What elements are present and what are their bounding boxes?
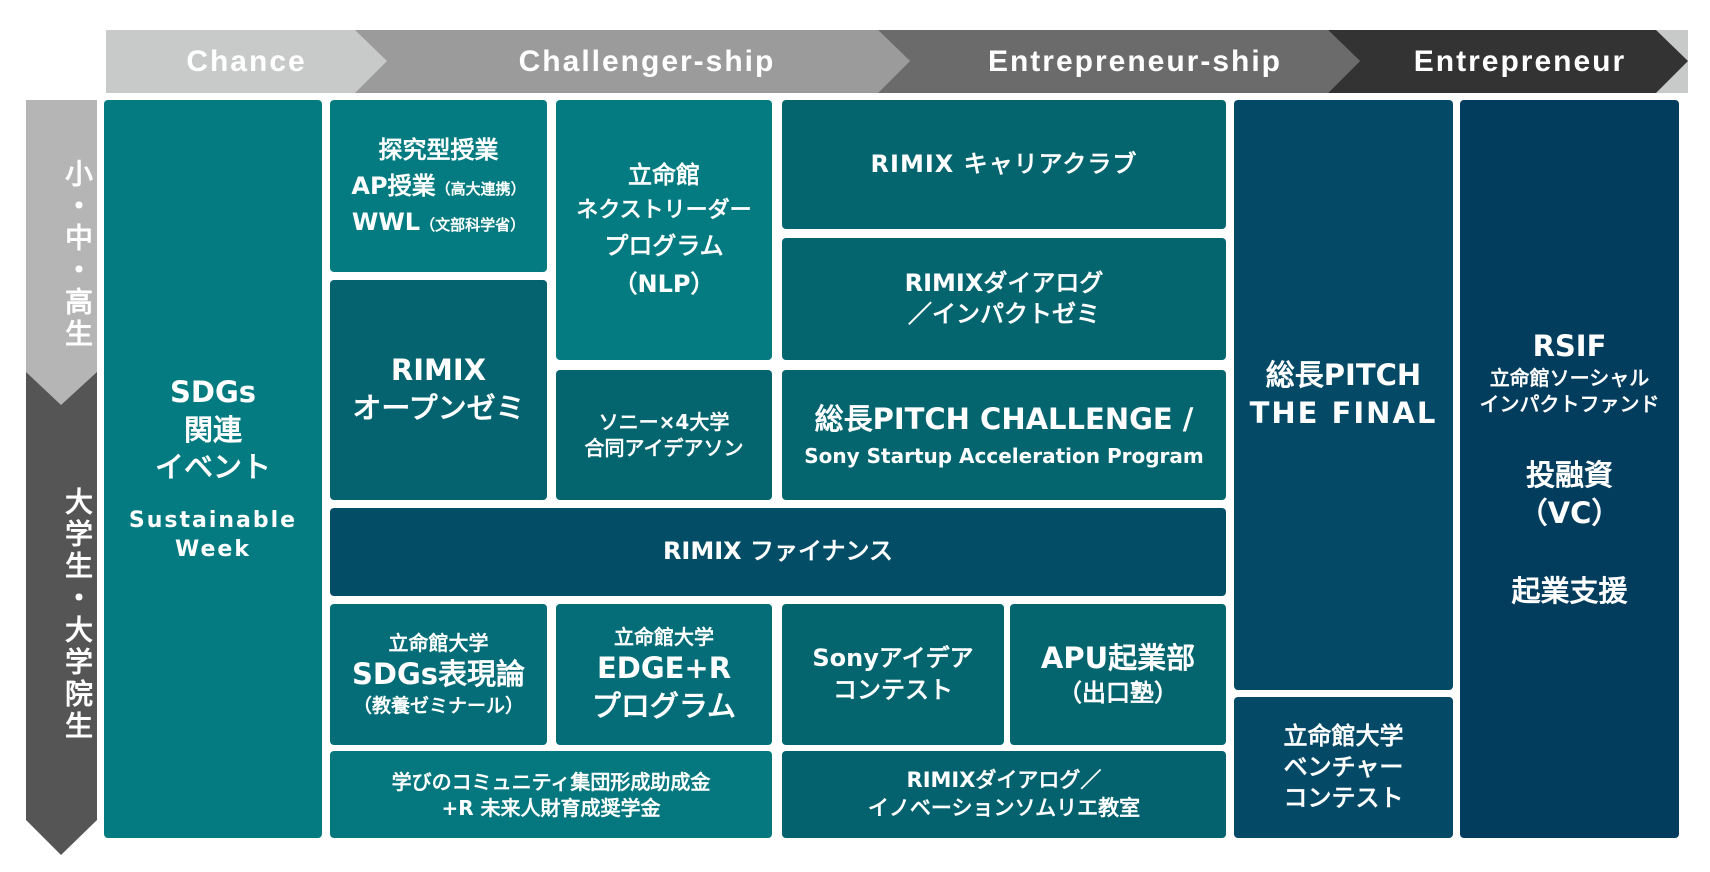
- text: 学びのコミュニティ集団形成助成金: [391, 769, 711, 794]
- text: （文部科学省）: [420, 216, 526, 234]
- box-manabi-grant: 学びのコミュニティ集団形成助成金 +R 未来人財育成奨学金: [330, 751, 772, 838]
- text: 探究型授業: [378, 136, 499, 164]
- box-rimix-career-club: RIMIX キャリアクラブ: [782, 100, 1226, 229]
- text: APU起業部: [1040, 641, 1196, 676]
- text: Sonyアイデア: [812, 644, 974, 673]
- text: AP授業: [351, 172, 436, 200]
- box-pitch-challenge: 総長PITCH CHALLENGE / Sony Startup Acceler…: [782, 370, 1226, 500]
- text: プログラム: [604, 232, 724, 261]
- text: インパクトファンド: [1479, 392, 1660, 417]
- box-edge-r: 立命館大学 EDGE+R プログラム: [556, 604, 772, 745]
- text: （高大連携）: [435, 180, 526, 198]
- side-arrow-light: [26, 100, 97, 405]
- text: 投融資: [1525, 458, 1613, 493]
- text: RIMIXダイアログ／: [906, 768, 1102, 793]
- text: イノベーションソムリエ教室: [867, 795, 1141, 820]
- text: 関連: [183, 412, 242, 447]
- box-sdgs-hyogenron: 立命館大学 SDGs表現論 （教養ゼミナール）: [330, 604, 547, 745]
- text: RIMIX キャリアクラブ: [870, 149, 1138, 178]
- text: Week: [175, 536, 251, 562]
- text: ネクストリーダー: [576, 198, 752, 224]
- text: RIMIX: [390, 353, 487, 388]
- phase-entrepreneur-ship: Entrepreneur-ship: [987, 44, 1283, 78]
- text: プログラム: [591, 688, 737, 723]
- box-nlp: 立命館 ネクストリーダー プログラム （NLP）: [556, 100, 772, 360]
- box-rimix-finance: RIMIX ファイナンス: [330, 508, 1226, 596]
- text: 立命館大学: [614, 624, 714, 649]
- box-rimix-dialog-innovation: RIMIXダイアログ／ イノベーションソムリエ教室: [782, 751, 1226, 838]
- box-sony-idea-contest: Sonyアイデア コンテスト: [782, 604, 1004, 745]
- text: WWL: [351, 208, 421, 236]
- text: 立命館大学: [388, 631, 489, 656]
- phase-challenger-ship: Challenger-ship: [518, 44, 776, 78]
- text: SDGs表現論: [351, 657, 526, 692]
- box-venture-contest: 立命館大学 ベンチャー コンテスト: [1234, 697, 1453, 838]
- text: （教養ゼミナール）: [352, 695, 524, 717]
- text: （出口塾）: [1058, 678, 1178, 707]
- phase-entrepreneurship-shape: [878, 30, 1360, 93]
- text: 立命館: [628, 161, 700, 190]
- side-label-school: 小・中・高生: [61, 159, 94, 351]
- phase-chance: Chance: [186, 44, 307, 78]
- text: （NLP）: [613, 269, 715, 298]
- box-sony-ideathon: ソニー×4大学 合同アイデアソン: [556, 370, 772, 500]
- text: Sony Startup Acceleration Program: [804, 443, 1204, 468]
- text: THE FINAL: [1249, 396, 1438, 430]
- text: イベント: [154, 450, 271, 485]
- text: （VC）: [1518, 496, 1621, 530]
- text: 立命館ソーシャル: [1489, 366, 1650, 391]
- text: 立命館大学: [1283, 721, 1404, 750]
- phase-entrepreneur-shape: [1328, 30, 1688, 93]
- text: ソニー×4大学: [598, 410, 730, 434]
- text: 総長PITCH: [1265, 358, 1422, 393]
- text: ／インパクトゼミ: [908, 300, 1100, 328]
- box-rsif: RSIF 立命館ソーシャル インパクトファンド 投融資 （VC） 起業支援: [1460, 100, 1679, 838]
- phase-entrepreneur: Entrepreneur: [1413, 44, 1627, 78]
- text: 起業支援: [1511, 573, 1628, 608]
- box-inquiry-classes: 探究型授業 AP授業（高大連携） WWL（文部科学省）: [330, 100, 547, 272]
- side-label-university: 大学生・大学院生: [61, 487, 94, 743]
- box-sdgs-events: SDGs 関連 イベント Sustainable Week: [104, 100, 322, 838]
- phase-challenger-shape: [355, 30, 910, 93]
- side-arrow-dark: [26, 370, 97, 855]
- box-rimix-open-zemi: RIMIX オープンゼミ: [330, 280, 547, 500]
- text: ベンチャー: [1283, 752, 1404, 781]
- text: コンテスト: [1283, 784, 1404, 813]
- text: RIMIXダイアログ: [904, 268, 1104, 297]
- text: 合同アイデアソン: [584, 436, 744, 460]
- text: RIMIX ファイナンス: [662, 537, 894, 566]
- text: Sustainable: [128, 507, 298, 533]
- box-rimix-dialog-impact: RIMIXダイアログ ／インパクトゼミ: [782, 238, 1226, 360]
- text: SDGs: [169, 374, 257, 409]
- text: RSIF: [1532, 328, 1607, 363]
- text: EDGE+R: [596, 650, 732, 685]
- text: 総長PITCH CHALLENGE /: [814, 402, 1194, 437]
- box-apu-kigyobu: APU起業部 （出口塾）: [1010, 604, 1226, 745]
- text: オープンゼミ: [352, 391, 525, 425]
- text: +R 未来人財育成奨学金: [441, 795, 661, 820]
- text: コンテスト: [833, 675, 953, 704]
- box-pitch-final: 総長PITCH THE FINAL: [1234, 100, 1453, 690]
